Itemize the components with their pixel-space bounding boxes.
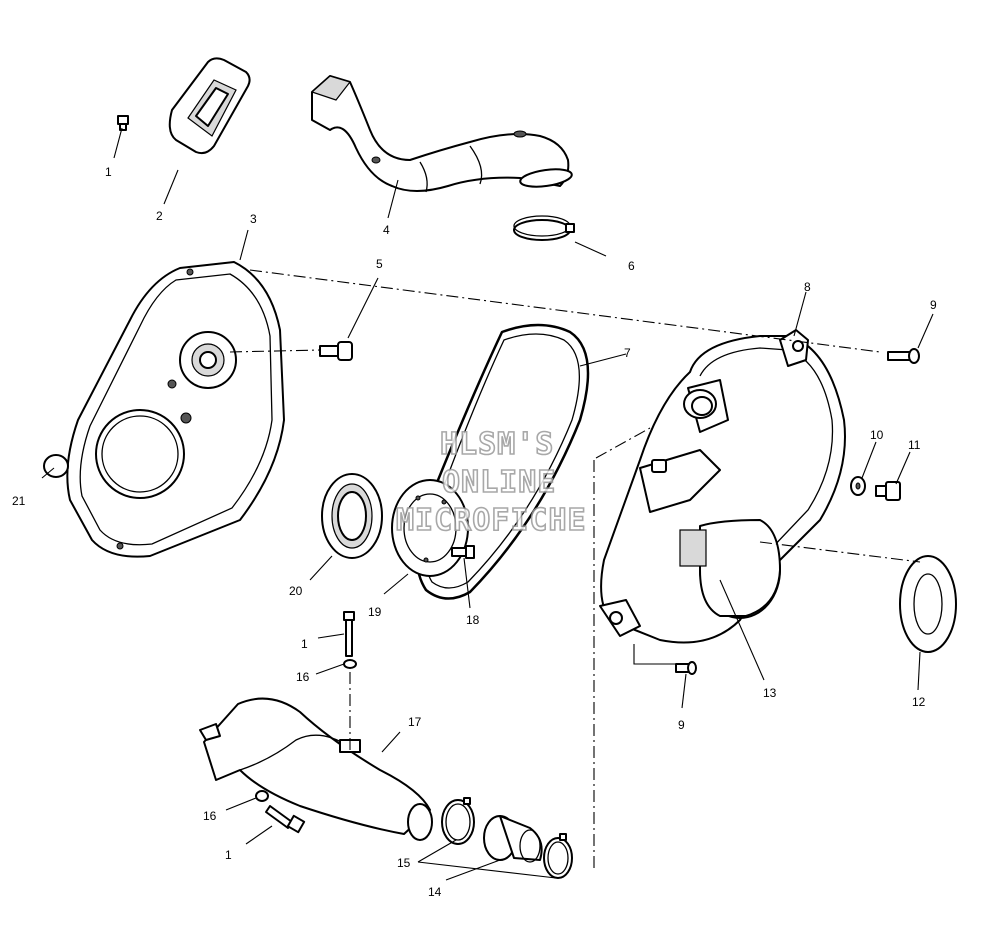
- leader-lines: [41, 127, 934, 881]
- screw-part-9-top: [887, 348, 920, 364]
- callout-17: 17: [408, 715, 422, 729]
- callout-16-upper: 16: [296, 670, 310, 684]
- clamp-part-6: [513, 215, 575, 241]
- callout-19: 19: [368, 605, 382, 619]
- watermark: HLSM'S ONLINE MICROFICHE: [395, 426, 587, 539]
- coupler-part-14: [483, 815, 543, 863]
- gasket-part-12: [899, 555, 957, 653]
- screw-part-1-top: [117, 115, 129, 131]
- callout-4: 4: [383, 223, 390, 237]
- washer-part-10: [850, 476, 866, 496]
- callout-9-top: 9: [930, 298, 937, 312]
- watermark-line-1: HLSM'S: [440, 427, 554, 462]
- seal-part-20: [321, 473, 383, 559]
- washer-part-16-upper: [343, 659, 357, 669]
- washer-part-16-lower: [255, 790, 269, 802]
- callout-9-bottom: 9: [678, 718, 685, 732]
- watermark-line-3: MICROFICHE: [396, 503, 587, 538]
- bolt-part-5: [319, 341, 353, 361]
- callout-18: 18: [466, 613, 480, 627]
- outer-cover-part-8: [599, 329, 846, 644]
- callout-10: 10: [870, 428, 884, 442]
- watermark-line-2: ONLINE: [442, 465, 556, 500]
- screw-part-9-bottom: [675, 661, 697, 675]
- outlet-duct-part-17: [199, 697, 433, 841]
- drive-belt-part-7: [415, 323, 590, 600]
- callout-6: 6: [628, 259, 635, 273]
- callout-16-lower: 16: [203, 809, 217, 823]
- callout-15: 15: [397, 856, 411, 870]
- bolt-part-11: [875, 481, 901, 501]
- center-lines: [229, 269, 921, 870]
- intake-seal-part-2: [168, 57, 251, 155]
- callout-2: 2: [156, 209, 163, 223]
- callout-21: 21: [12, 494, 26, 508]
- bolt-part-1-middle: [343, 611, 355, 657]
- callout-3: 3: [250, 212, 257, 226]
- inner-cover-part-3: [66, 261, 285, 558]
- callout-13: 13: [763, 686, 777, 700]
- bolt-part-1-bottom: [265, 805, 306, 834]
- callout-1-bottom: 1: [225, 848, 232, 862]
- callout-14: 14: [428, 885, 442, 899]
- callout-5: 5: [376, 257, 383, 271]
- callout-8: 8: [804, 280, 811, 294]
- callout-1-middle: 1: [301, 637, 308, 651]
- callout-12: 12: [912, 695, 926, 709]
- callout-11: 11: [908, 438, 921, 452]
- screw-part-18: [451, 545, 475, 559]
- callout-20: 20: [289, 584, 303, 598]
- intake-duct-part-4: [310, 75, 573, 193]
- callout-labels: 1 2 3 4 5 6 7 8 9 10 11 21 20 19 18 1 16…: [12, 165, 937, 899]
- plate-part-19: [391, 479, 469, 577]
- callout-1-top: 1: [105, 165, 112, 179]
- clamps-part-15: [441, 797, 573, 879]
- callout-7: 7: [624, 346, 631, 360]
